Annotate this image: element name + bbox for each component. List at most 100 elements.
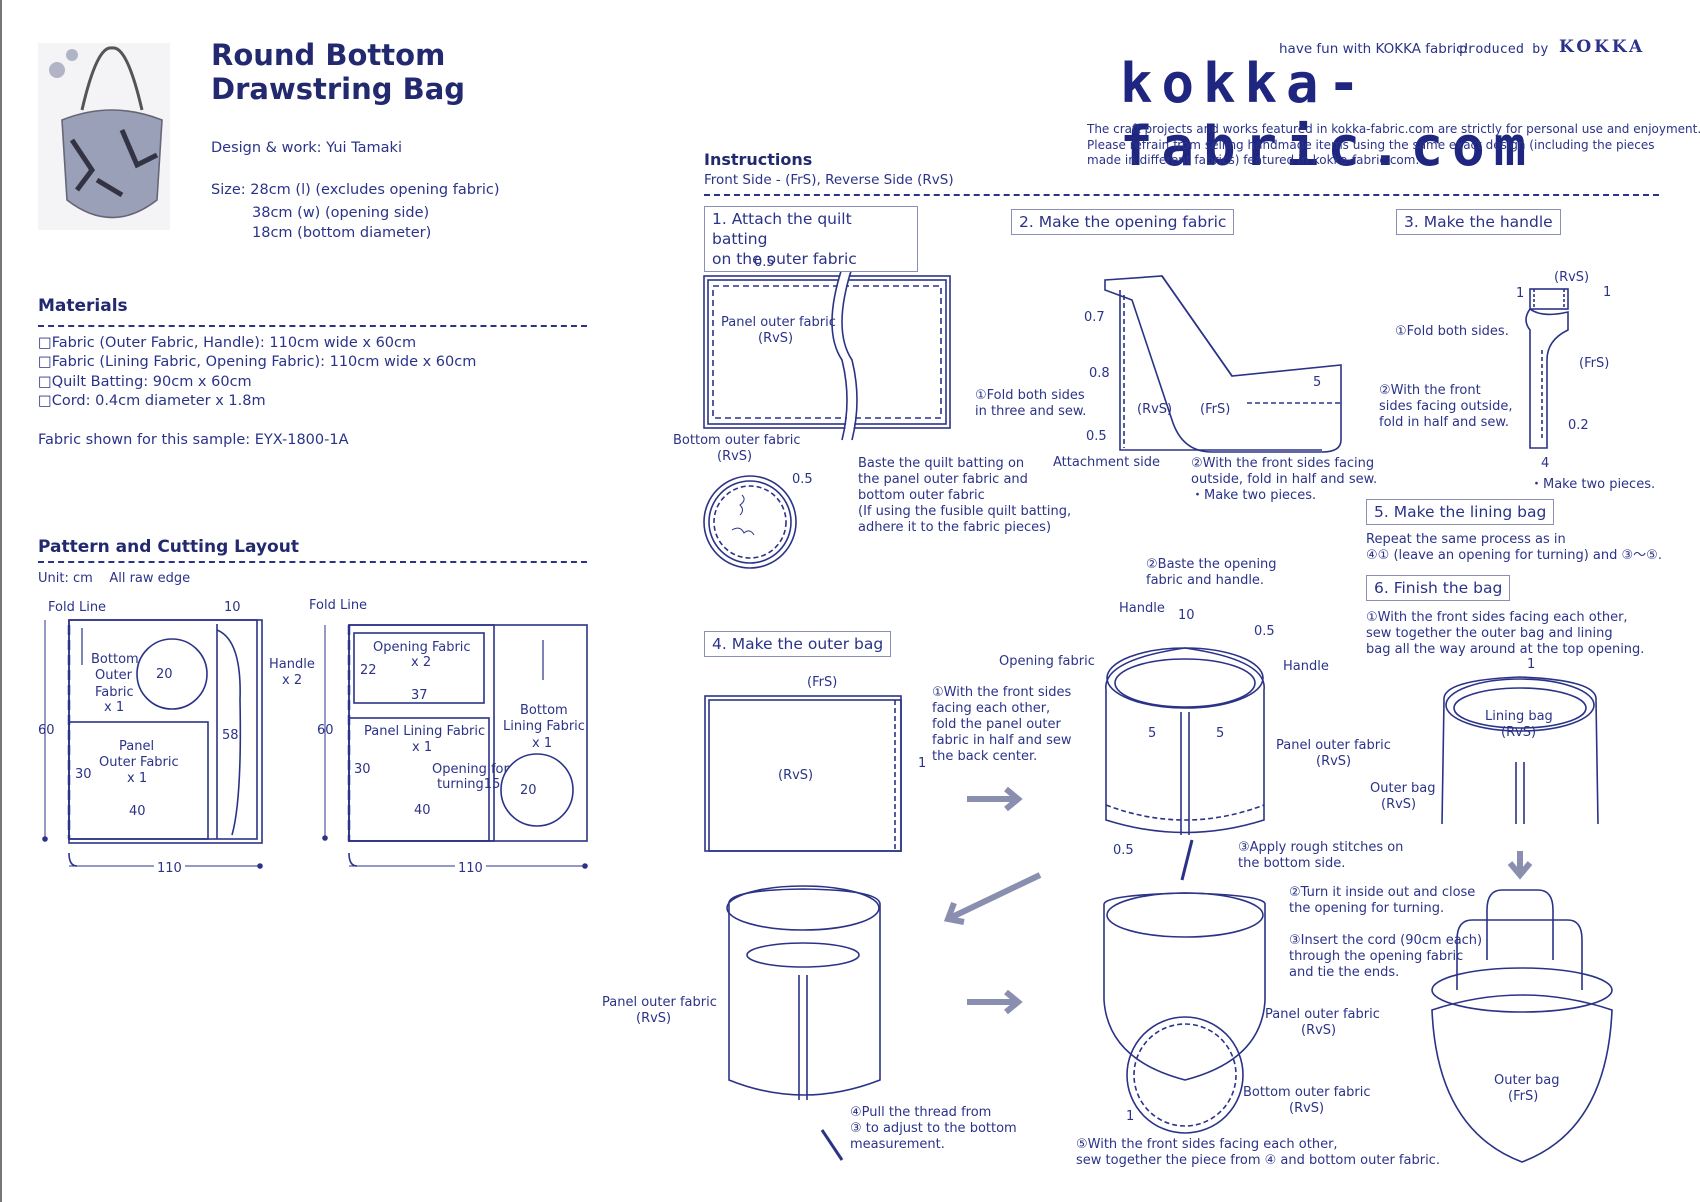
notice-line: Please refrain from selling handmade ite… (1087, 137, 1655, 152)
bag-photo (38, 43, 170, 230)
arrow-right-icon (967, 786, 1023, 812)
label: 1 (1126, 1109, 1135, 1124)
label: Panel outer fabric (721, 315, 836, 330)
label: (RvS) (758, 331, 794, 346)
label: x 1 (127, 771, 148, 786)
page-title: Round Bottom (211, 38, 446, 72)
label: Outer bag (1494, 1073, 1560, 1088)
label: Opening fabric (999, 654, 1095, 669)
label: 30 (354, 762, 371, 777)
step1-title: 1. Attach the quilt batting on the outer… (704, 206, 918, 272)
label: Fold Line (309, 598, 368, 613)
note-line: fold in half and sew. (1379, 415, 1509, 430)
label: Panel (119, 739, 155, 754)
label: 1 (918, 756, 927, 771)
material-item: □Cord: 0.4cm diameter x 1.8m (38, 393, 266, 409)
text-line: the opening for turning. (1289, 901, 1445, 916)
designer: Design & work: Yui Tamaki (211, 140, 402, 156)
step4-pull: ④Pull the thread from ③ to adjust to the… (850, 1105, 1017, 1153)
materials-heading: Materials (38, 296, 128, 316)
material-item: □Fabric (Lining Fabric, Opening Fabric):… (38, 354, 477, 370)
step5-text: Repeat the same process as in ④① (leave … (1366, 532, 1662, 564)
label: x 1 (104, 700, 125, 715)
label: 0.5 (1254, 624, 1275, 639)
label: Outer bag (1370, 781, 1436, 796)
step4-diagrams (704, 647, 1266, 1161)
size-line: 18cm (bottom diameter) (252, 225, 432, 241)
text-line: measurement. (850, 1137, 945, 1152)
step1-note: Baste the quilt batting on the panel out… (858, 456, 1071, 536)
label: Outer Fabric (99, 755, 179, 770)
label: (RvS) (1301, 1023, 1337, 1038)
text-line: ①With the front sides facing each other, (1366, 610, 1628, 625)
note-line: ②With the front (1379, 383, 1481, 398)
label: Bottom (520, 703, 568, 718)
arrow-down-left-icon (943, 872, 1042, 925)
notice-line: made in different fabrics) featured in k… (1087, 153, 1420, 167)
material-item: □Fabric (Outer Fabric, Handle): 110cm wi… (38, 335, 417, 351)
produced-by: produced by (1459, 41, 1549, 57)
label: (RvS) (778, 768, 814, 783)
label: 10 (224, 600, 241, 615)
tagline: have fun with KOKKA fabric! (1279, 41, 1469, 57)
note-line: (If using the fusible quilt batting, (858, 504, 1072, 519)
label: turning15 (437, 777, 501, 792)
pattern-heading: Pattern and Cutting Layout (38, 537, 299, 557)
text-line: ④Pull the thread from (850, 1105, 992, 1120)
label: 1 (1603, 285, 1612, 300)
step4-note1: ①With the front sides facing each other,… (932, 685, 1072, 765)
text-line: ③ to adjust to the bottom (850, 1121, 1017, 1136)
label: (RvS) (1554, 270, 1590, 285)
label: x 1 (532, 736, 553, 751)
text-line: ③Insert the cord (90cm each) (1289, 933, 1483, 948)
label: ①Fold both sides. (1395, 324, 1509, 339)
fabric-sample: Fabric shown for this sample: EYX-1800-1… (38, 432, 349, 448)
instructions-heading: Instructions (704, 150, 813, 169)
text-line: facing each other, (932, 701, 1051, 716)
label: 0.5 (1086, 429, 1107, 444)
arrow-down-icon (1507, 851, 1533, 880)
label: 40 (414, 803, 431, 818)
divider (704, 194, 1659, 196)
label: Opening for (432, 762, 509, 777)
legend: Front Side - (FrS), Reverse Side (RvS) (704, 172, 954, 188)
label: Panel outer fabric (1265, 1007, 1380, 1022)
note-line: Baste the quilt batting on (858, 456, 1025, 471)
note-line: outside, fold in half and sew. (1191, 472, 1378, 487)
text-line: bag all the way around at the top openin… (1366, 642, 1645, 657)
label: 5 (1313, 375, 1322, 390)
divider (38, 561, 587, 563)
label: 0.7 (1084, 310, 1105, 325)
label: ・Make two pieces. (1530, 477, 1656, 492)
step4-sew: ⑤With the front sides facing each other,… (1076, 1137, 1440, 1169)
label: 22 (360, 663, 377, 678)
lining-fabric-layout (322, 624, 588, 869)
label: (FrS) (1579, 356, 1610, 371)
text-line: ①With the front sides (932, 685, 1072, 700)
label: Fabric (95, 685, 134, 700)
label: 10 (1178, 608, 1195, 623)
page-title-line2: Drawstring Bag (211, 72, 466, 106)
label: Handle (1119, 601, 1165, 616)
step6-text: ①With the front sides facing each other,… (1366, 610, 1644, 658)
text-line: ③Apply rough stitches on (1238, 840, 1404, 855)
label: Opening Fabric (373, 640, 471, 655)
label: x 2 (282, 673, 303, 688)
text-line: through the opening fabric (1289, 949, 1464, 964)
label: (FrS) (1508, 1089, 1539, 1104)
text-line: Repeat the same process as in (1366, 532, 1566, 547)
label: 60 (317, 723, 334, 738)
unit-note: Unit: cm All raw edge (38, 571, 191, 586)
notice-line: The craft projects and works featured in… (1087, 122, 1700, 136)
step2-diagram (1104, 275, 1342, 453)
step-title: 1. Attach the quilt batting (712, 210, 852, 248)
step-title: on the outer fabric (712, 250, 857, 268)
label: 0.5 (754, 255, 775, 270)
label: Lining bag (1485, 709, 1553, 724)
label: 1 (1527, 657, 1536, 672)
step4-baste: ②Baste the opening fabric and handle. (1146, 557, 1277, 589)
label: 20 (520, 783, 537, 798)
label: 5 (1148, 726, 1157, 741)
label: 5 (1216, 726, 1225, 741)
